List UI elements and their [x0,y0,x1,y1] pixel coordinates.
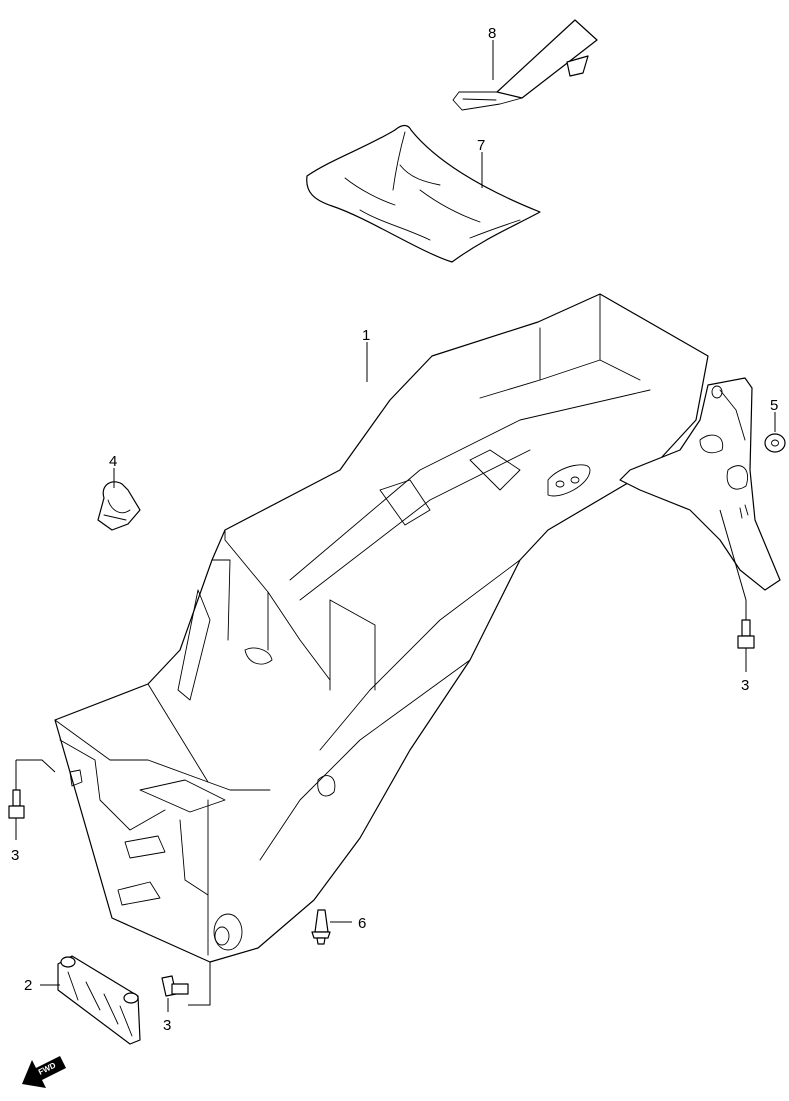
part-3-bolt-right [737,619,755,649]
callout-6: 6 [358,915,366,932]
callout-4: 4 [109,453,117,470]
callout-2: 2 [24,977,32,994]
part-6-rivet [311,909,331,945]
callout-7: 7 [477,137,485,154]
fwd-arrow-icon: FWD [22,1056,66,1088]
callout-8: 8 [488,25,496,42]
part-5-washer [764,433,786,453]
leader-lines [15,40,776,1012]
part-1-rear-fender [54,293,709,963]
part-2-cover [57,955,141,1045]
callout-3-right: 3 [741,677,749,694]
part-8-strap [452,19,598,111]
part-7-mat [306,124,541,263]
part-3-bolt-left [8,789,25,819]
callout-1: 1 [362,327,370,344]
callout-3-left: 3 [11,847,19,864]
callout-5: 5 [770,397,778,414]
callout-3-bottom: 3 [163,1017,171,1034]
part-3-bolt-bottom [161,975,189,997]
part-4-clamp [97,481,141,531]
rear-bracket [619,377,781,591]
